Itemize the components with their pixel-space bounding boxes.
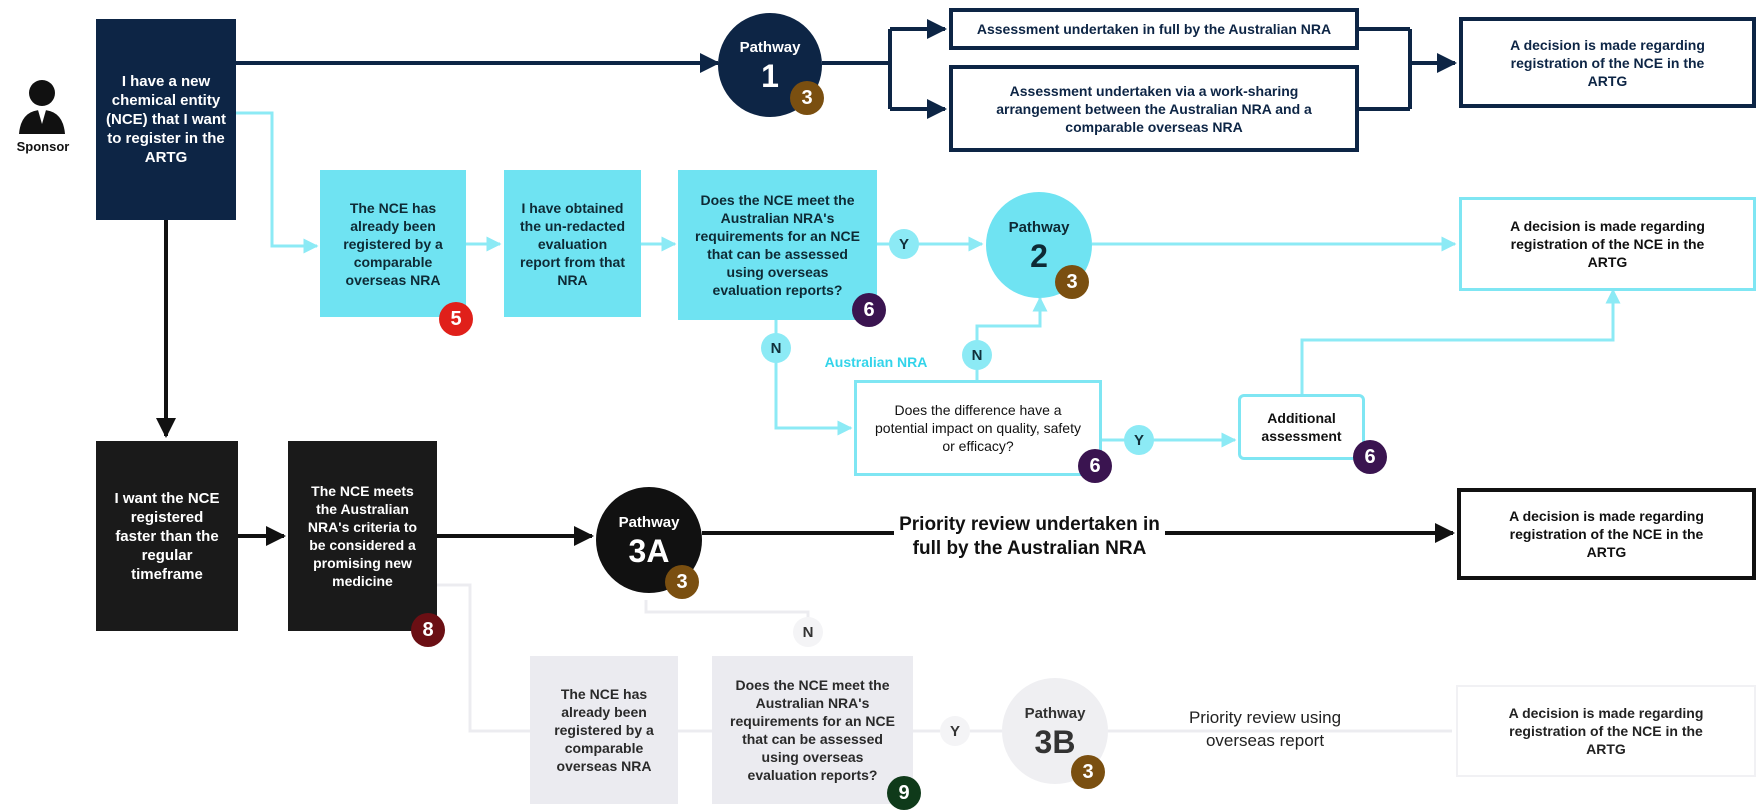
pathway-2-decision: A decision is made regarding registratio… [1459, 197, 1756, 291]
pathway-3b-step-registered: The NCE has already been registered by a… [530, 656, 678, 804]
pathway-1-label: Pathway [739, 38, 801, 56]
pathway-2-step-report: I have obtained the un-redacted evaluati… [504, 170, 641, 317]
pathway-3a-badge: 3 [665, 565, 699, 599]
pathway-3b-question-badge: 9 [887, 776, 921, 810]
start-box: I have a new chemical entity (NCE) that … [96, 19, 236, 220]
pathway-3a-decision: A decision is made regarding registratio… [1457, 488, 1756, 580]
pathway-1-circle: Pathway 1 [718, 13, 822, 117]
pathway-2-step-registered-badge: 5 [439, 302, 473, 336]
pathway-2-badge: 3 [1055, 265, 1089, 299]
pathway-3b-question: Does the NCE meet the Australian NRA's r… [712, 656, 913, 804]
pathway-2-number: 2 [1030, 237, 1048, 274]
faster-box: I want the NCE registered faster than th… [96, 441, 238, 631]
criteria-badge: 8 [411, 613, 445, 647]
pathway-1-option-b: Assessment undertaken via a work-sharing… [949, 65, 1359, 152]
sponsor-icon [14, 76, 70, 134]
pathway-3b-number: 3B [1034, 723, 1076, 760]
pathway-2-difference-yes-marker: Y [1124, 425, 1154, 455]
australian-nra-label: Australian NRA [824, 354, 928, 370]
sponsor-label: Sponsor [16, 139, 70, 154]
pathway-3b-label: Pathway [1024, 704, 1086, 722]
pathway-3b-no-marker: N [793, 617, 823, 647]
pathway-2-question: Does the NCE meet the Australian NRA's r… [678, 170, 877, 320]
pathway-2-difference-question: Does the difference have a potential imp… [854, 380, 1102, 476]
pathway-2-difference-badge: 6 [1078, 449, 1112, 483]
criteria-box: The NCE meets the Australian NRA's crite… [288, 441, 437, 631]
pathway-3a-priority-text: Priority review undertaken in full by th… [899, 514, 1160, 559]
pathway-3a-number: 3A [628, 532, 670, 569]
pathway-2-no-marker: N [761, 333, 791, 363]
pathway-2-additional-assessment: Additional assessment [1238, 394, 1365, 460]
pathway-3b-priority-text: Priority review using overseas report [1188, 708, 1342, 750]
pathway-3b-yes-marker: Y [940, 716, 970, 746]
pathway-2-step-registered: The NCE has already been registered by a… [320, 170, 466, 317]
pathway-2-yes-marker: Y [889, 229, 919, 259]
pathway-2-label: Pathway [1008, 218, 1070, 236]
pathway-1-decision: A decision is made regarding registratio… [1459, 17, 1756, 108]
pathway-1-option-a: Assessment undertaken in full by the Aus… [949, 8, 1359, 50]
pathway-1-number: 1 [761, 57, 779, 94]
pathway-3b-badge: 3 [1071, 755, 1105, 789]
pathway-2-question-badge: 6 [852, 293, 886, 327]
pathway-3a-label: Pathway [618, 513, 680, 531]
pathway-2-additional-badge: 6 [1353, 440, 1387, 474]
pathway-1-badge: 3 [790, 81, 824, 115]
pathway-3b-decision: A decision is made regarding registratio… [1456, 685, 1756, 777]
pathway-2-difference-no-marker: N [962, 340, 992, 370]
